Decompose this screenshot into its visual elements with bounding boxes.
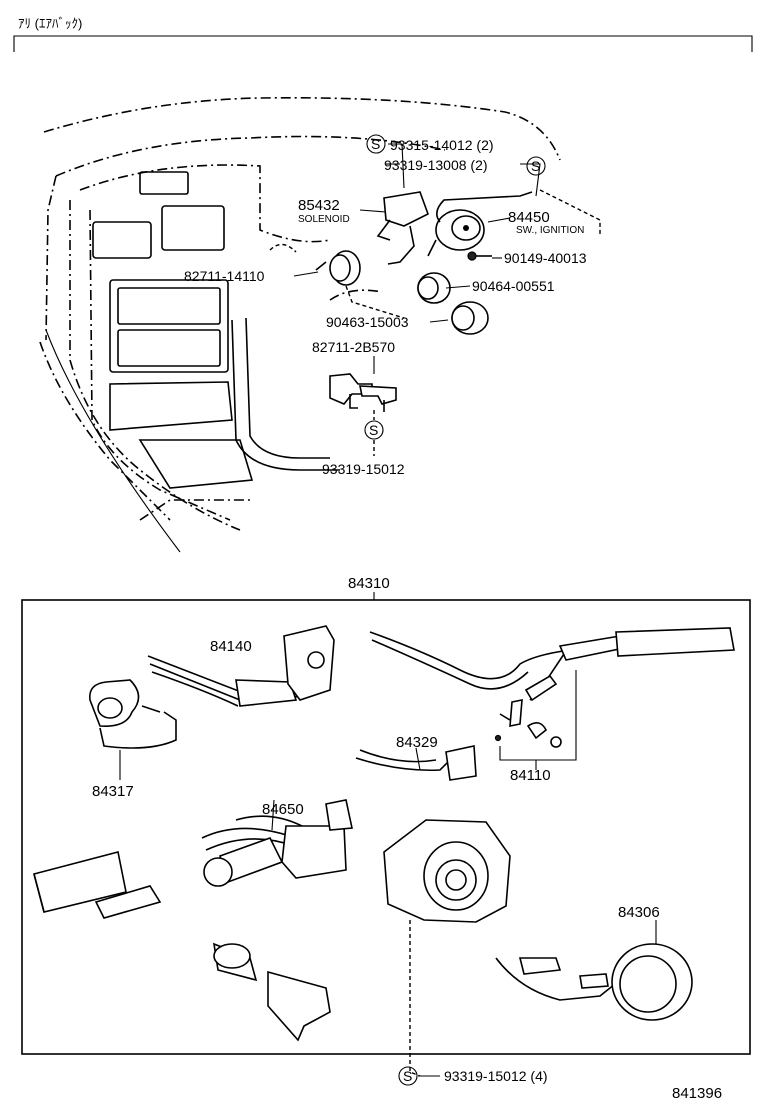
- label-84306: 84306: [618, 904, 660, 921]
- label-84140: 84140: [210, 638, 252, 655]
- label-93315-14012: 93315-14012 (2): [390, 137, 494, 153]
- ignition-parts: [315, 191, 533, 412]
- s-mark-1: S: [371, 136, 380, 152]
- label-sw-ignition: SW., IGNITION: [516, 225, 584, 236]
- label-90464-00551: 90464-00551: [472, 278, 555, 294]
- label-90149-40013: 90149-40013: [504, 250, 587, 266]
- s-mark-4: S: [403, 1068, 412, 1084]
- label-84650: 84650: [262, 801, 304, 818]
- label-84329: 84329: [396, 734, 438, 751]
- label-84317: 84317: [92, 783, 134, 800]
- label-85432: 85432: [298, 197, 340, 214]
- dashboard-illustration: [39, 96, 561, 553]
- bottom-labels: 84140 84317 84329 84110 84650 84306 S 93…: [92, 638, 722, 1102]
- label-93319-13008: 93319-13008 (2): [384, 157, 488, 173]
- label-93319-15012: 93319-15012: [322, 461, 405, 477]
- header-bracket: [13, 35, 753, 52]
- label-84310: 84310: [348, 575, 390, 592]
- label-84110: 84110: [510, 767, 551, 784]
- label-solenoid: SOLENOID: [298, 214, 350, 225]
- s-marks-top: S S S: [364, 134, 546, 440]
- s-mark-4-circle: [398, 1066, 418, 1086]
- assembly-frame: [21, 599, 751, 1055]
- top-labels: 93315-14012 (2) 93319-13008 (2) 85432 SO…: [184, 137, 587, 477]
- diagram-header-title: ｱﾘ (ｴｱﾊﾞｯｸ): [18, 16, 82, 31]
- label-93319-15012-4: 93319-15012 (4): [444, 1068, 548, 1084]
- label-84450: 84450: [508, 209, 550, 226]
- s-mark-3: S: [369, 422, 378, 438]
- label-82711-2b570: 82711-2B570: [312, 339, 395, 355]
- label-90463-15003: 90463-15003: [326, 314, 409, 330]
- figure-number: 841396: [672, 1085, 722, 1102]
- s-mark-2: S: [531, 158, 540, 174]
- bottom-parts: [33, 625, 735, 1077]
- label-82711-14110: 82711-14110: [184, 268, 265, 284]
- top-leader-lines: [293, 143, 601, 456]
